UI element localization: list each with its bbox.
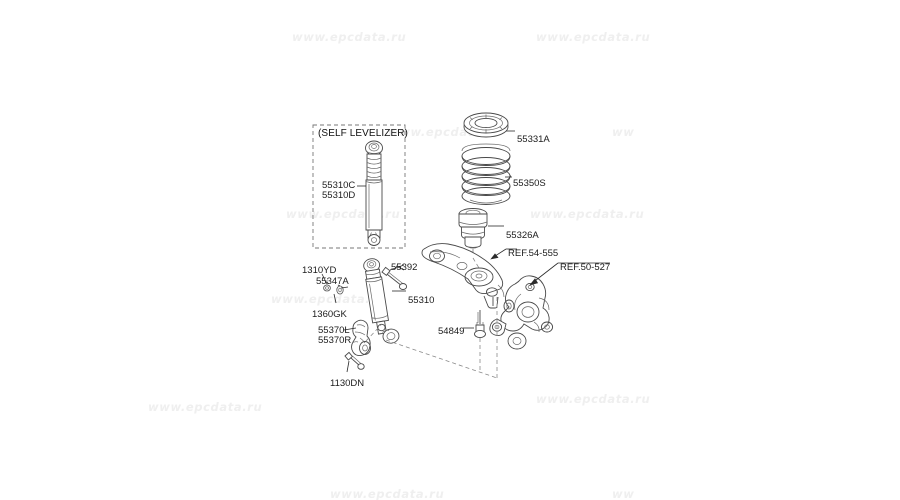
part-number-label-55370r[interactable]: 55370R	[318, 335, 352, 346]
arrowhead-ref-54-555	[490, 253, 499, 260]
leader-55392-b	[389, 264, 405, 271]
leader-55347a	[337, 284, 341, 287]
leader-1360gk	[333, 293, 337, 304]
rear-knuckle-drawing	[489, 275, 554, 350]
watermark: www.epcdata.ru	[536, 30, 651, 44]
part-number-label-54849[interactable]: 54849	[438, 326, 465, 337]
rear-shock-absorber-drawing	[363, 258, 400, 344]
shock-absorber-bolt-55392-drawing	[381, 266, 408, 290]
watermark: ww	[612, 125, 635, 139]
washer-55347a-drawing	[336, 285, 344, 295]
assembly-line-bracket	[365, 324, 382, 342]
shock-absorber-bracket-drawing	[351, 319, 371, 357]
part-number-label-55331a[interactable]: 55331A	[517, 134, 550, 145]
leader-55347a-b	[340, 286, 349, 289]
part-number-label-55347a[interactable]: 55347A	[316, 276, 349, 287]
leader-55370	[343, 327, 357, 331]
nut-1310yd-drawing	[323, 280, 331, 292]
assembly-line-diagonal	[385, 339, 498, 379]
inset-title-self-levelizer: (SELF LEVELIZER)	[318, 128, 408, 139]
assembly-line-spring-vertical	[472, 257, 480, 269]
bracket-bolt-1130dn-drawing	[344, 351, 365, 370]
part-number-label-55350s[interactable]: 55350S	[513, 178, 546, 189]
part-number-label-55392[interactable]: 55392	[391, 262, 418, 273]
part-number-label-1310yd[interactable]: 1310YD	[302, 265, 337, 276]
leader-55392	[395, 265, 405, 271]
rear-coil-spring-drawing	[461, 143, 511, 205]
part-number-label-55310d[interactable]: 55310D	[322, 190, 356, 201]
part-number-label-1130dn[interactable]: 1130DN	[330, 378, 365, 389]
part-number-label-55310[interactable]: 55310	[408, 295, 435, 306]
rear-lower-control-arm-drawing	[421, 243, 505, 309]
leader-1310yd	[321, 273, 328, 285]
part-number-label-55326a[interactable]: 55326A	[506, 230, 539, 241]
reference-label-ref-50-527[interactable]: REF.50-527	[560, 262, 611, 273]
spring-upper-pad-drawing	[463, 112, 509, 138]
lower-arm-bolt-54849-drawing	[474, 310, 486, 339]
part-number-label-55370l[interactable]: 55370L	[318, 325, 350, 336]
watermark: www.epcdata.ru	[292, 30, 407, 44]
watermark: www.epcdata.ru	[330, 487, 445, 500]
arrowhead-ref-50-527	[529, 278, 539, 286]
leader-1130dn	[346, 360, 350, 373]
self-levelizer-shock-absorber-drawing	[365, 140, 383, 246]
watermark: www.epcdata.ru	[271, 292, 386, 306]
part-number-label-1360gk[interactable]: 1360GK	[312, 309, 347, 320]
watermark: ww	[612, 487, 635, 500]
reference-label-ref-54-555[interactable]: REF.54-555	[508, 248, 559, 259]
self-levelizer-inset-box	[312, 124, 406, 249]
bump-stopper-drawing	[458, 208, 488, 258]
watermark: www.epcdata.ru	[536, 392, 651, 406]
watermark: www.epcdata.ru	[148, 400, 263, 414]
part-number-label-55310c[interactable]: 55310C	[322, 180, 356, 191]
watermark: www.epcdata.ru	[530, 207, 645, 221]
